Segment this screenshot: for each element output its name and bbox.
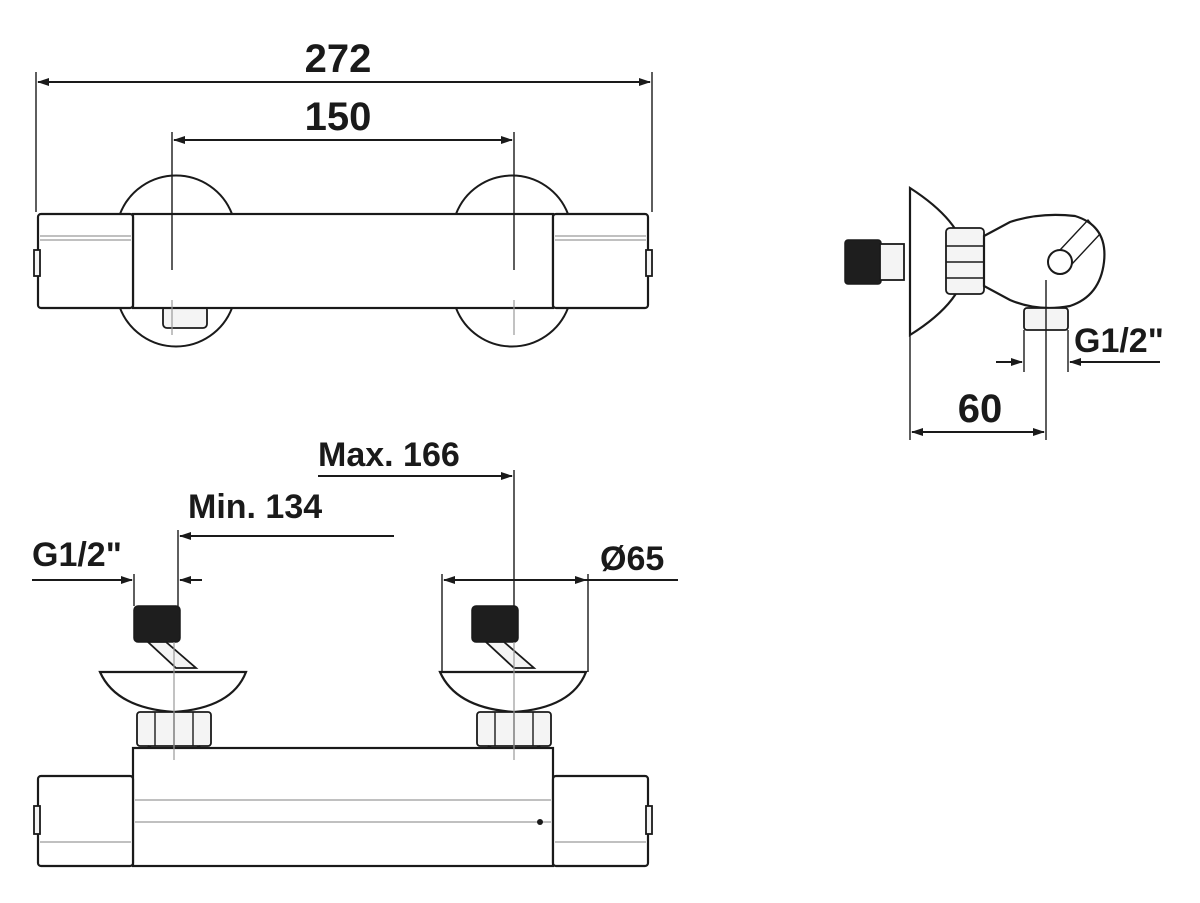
mixer-body-top <box>131 212 555 310</box>
dim-max-center: Max. 166 <box>318 436 460 474</box>
right-flange-top <box>455 174 569 215</box>
side-hex-nut <box>945 227 985 295</box>
right-escutcheon <box>438 670 588 714</box>
dim-depth: 60 <box>958 387 1003 431</box>
right-inlet-thread <box>471 605 519 643</box>
dim-thread-front: G1/2" <box>32 536 122 574</box>
left-handle-front <box>36 774 135 868</box>
right-handle-top <box>551 212 650 310</box>
right-handle-front <box>551 774 650 868</box>
left-escutcheon <box>98 670 248 714</box>
side-view: G1/2" 60 <box>844 185 1164 440</box>
left-handle-top <box>36 212 135 310</box>
left-inlet-thread <box>133 605 181 643</box>
left-flange-top <box>119 174 233 215</box>
top-view: 272 150 <box>33 37 653 348</box>
side-thread-nut <box>844 239 882 285</box>
dim-center-distance: 150 <box>305 95 372 139</box>
dim-overall-width: 272 <box>305 37 372 81</box>
dim-min-center: Min. 134 <box>188 488 322 526</box>
dim-flange-diameter: Ø65 <box>600 540 664 578</box>
mixer-body-front <box>131 746 555 868</box>
side-body <box>982 213 1106 310</box>
front-view: Max. 166 Min. 134 G1/2" Ø65 <box>32 436 678 868</box>
dim-thread-side: G1/2" <box>1074 322 1164 360</box>
